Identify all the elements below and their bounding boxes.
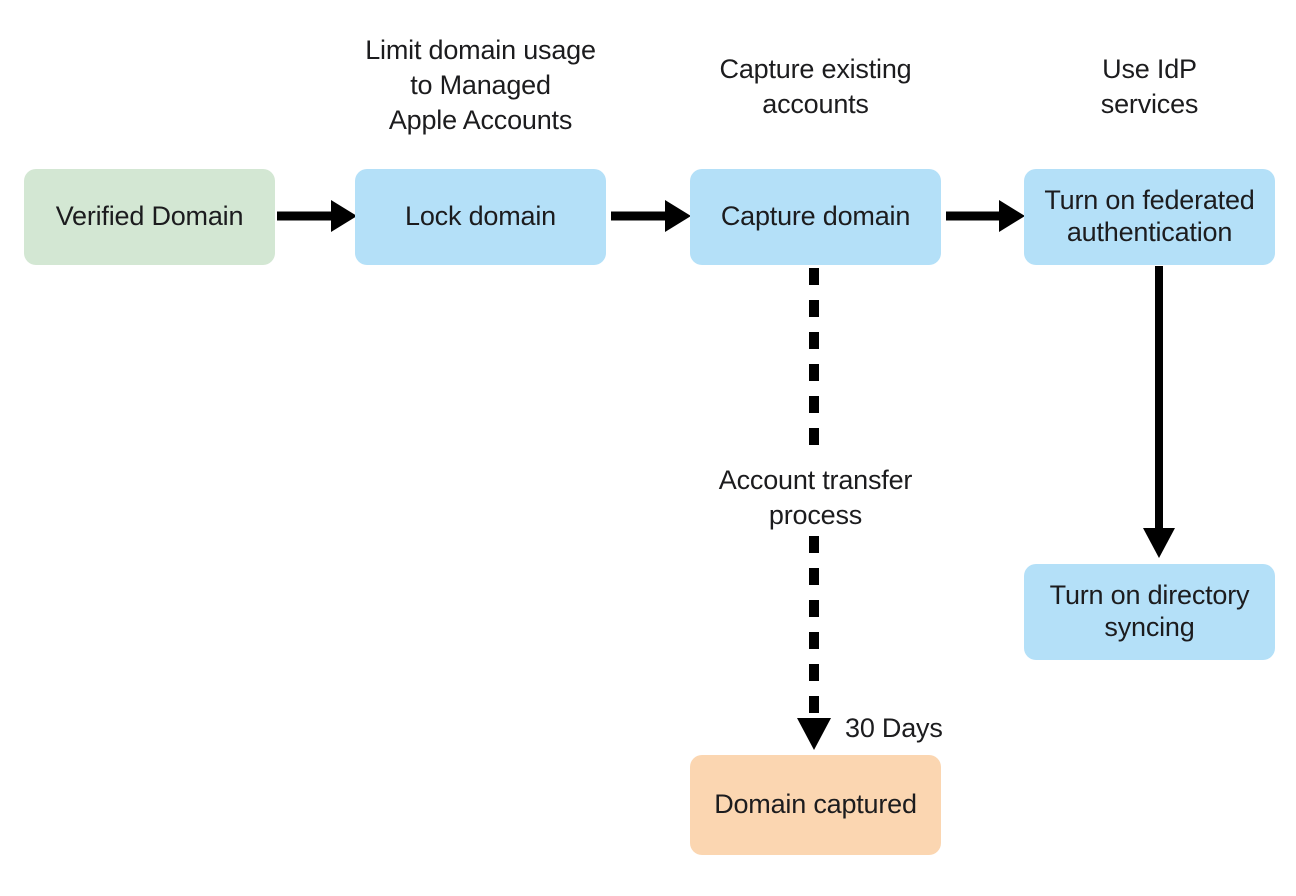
node-turn-on-federated-authentication[interactable]: Turn on federated authentication: [1024, 169, 1275, 265]
caption-lock-domain: Limit domain usage to Managed Apple Acco…: [365, 35, 596, 136]
node-turn-on-directory-syncing[interactable]: Turn on directory syncing: [1024, 564, 1275, 660]
node-verified-domain[interactable]: Verified Domain: [24, 169, 275, 265]
edge-capture-to-domain-captured: [797, 268, 831, 750]
caption-federated-auth: Use IdP services: [1100, 54, 1199, 120]
edge-label-account-transfer-process: Account transfer process: [718, 465, 913, 531]
edge-federated-to-directory: [1143, 266, 1175, 558]
node-lock-domain[interactable]: Lock domain: [355, 169, 606, 265]
edge-capture-to-federated: [946, 200, 1025, 232]
edge-verified-to-lock: [277, 200, 357, 232]
node-domain-captured[interactable]: Domain captured: [690, 755, 941, 855]
edge-lock-to-capture: [611, 200, 691, 232]
caption-capture-domain: Capture existing accounts: [719, 54, 912, 120]
node-capture-domain[interactable]: Capture domain: [690, 169, 941, 265]
edge-label-thirty-days: 30 Days: [845, 713, 943, 743]
